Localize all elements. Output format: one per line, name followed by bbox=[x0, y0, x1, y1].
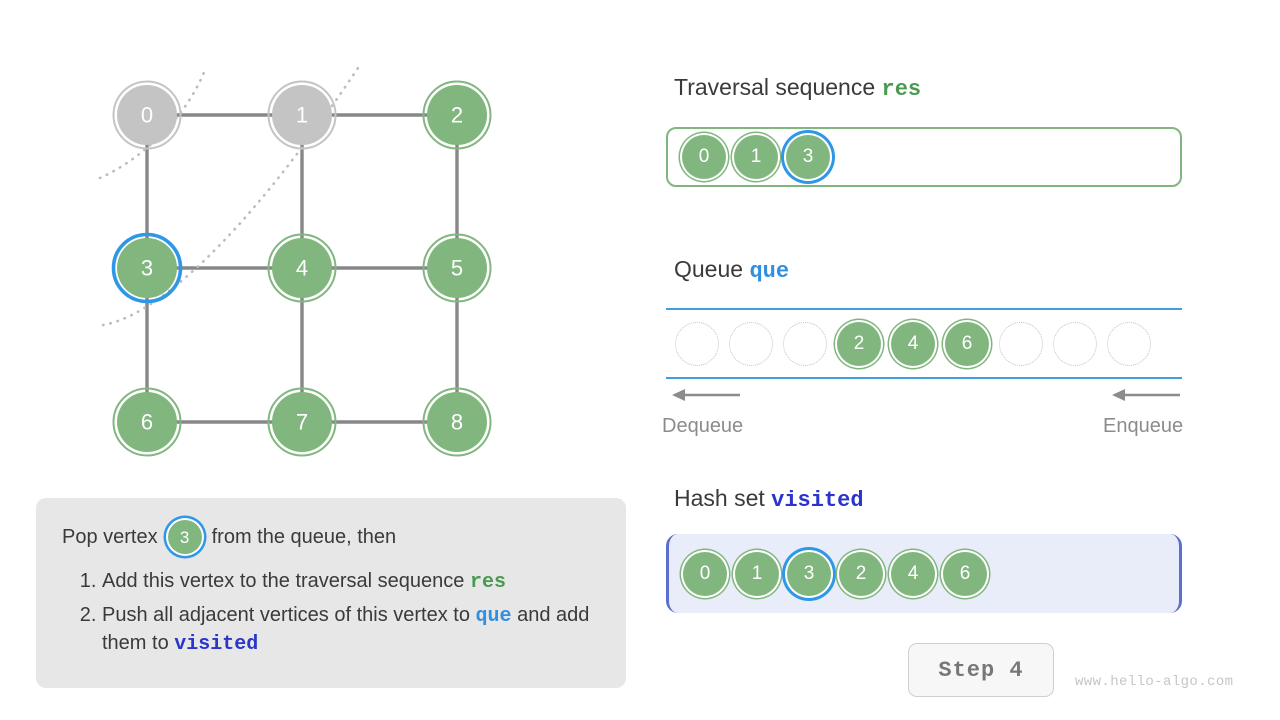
visited-item: 0 bbox=[683, 551, 727, 596]
queue-slot bbox=[999, 322, 1043, 366]
queue-slot bbox=[729, 322, 773, 366]
node-label: 3 bbox=[141, 256, 153, 281]
caption-step-list: Add this vertex to the traversal sequenc… bbox=[62, 568, 600, 659]
queue-slot: 6 bbox=[945, 322, 989, 366]
queue-slot bbox=[783, 322, 827, 366]
node-label: 1 bbox=[296, 103, 308, 128]
caption-step-part: Push all adjacent vertices of this verte… bbox=[102, 603, 476, 626]
graph-node-1[interactable]: 1 bbox=[267, 80, 337, 150]
graph-node-5[interactable]: 5 bbox=[422, 233, 492, 303]
queue-slot bbox=[1107, 322, 1151, 366]
node-body bbox=[427, 85, 487, 145]
visited-item: 4 bbox=[891, 551, 935, 596]
caption-lead-pre: Pop vertex bbox=[62, 526, 158, 548]
res-item: 3 bbox=[786, 135, 830, 179]
caption-vertex-badge: 3 bbox=[167, 520, 202, 554]
graph-node-4[interactable]: 4 bbox=[267, 233, 337, 303]
node-label: 5 bbox=[451, 256, 463, 281]
res-section-title: Traversal sequence res bbox=[674, 74, 921, 102]
que-section-title: Queue que bbox=[674, 256, 789, 284]
node-body bbox=[117, 85, 177, 145]
watermark: www.hello-algo.com bbox=[1075, 674, 1234, 690]
caption-step-part: res bbox=[469, 571, 506, 594]
node-label: 4 bbox=[296, 256, 308, 281]
node-ring bbox=[112, 80, 182, 150]
node-label: 7 bbox=[296, 410, 308, 435]
node-ring bbox=[112, 387, 182, 457]
graph-node-3[interactable]: 3 bbox=[111, 232, 183, 304]
caption-box: Pop vertex 3 from the queue, then Add th… bbox=[36, 498, 626, 688]
res-title-text: Traversal sequence bbox=[674, 74, 876, 100]
node-body bbox=[272, 238, 332, 298]
caption-step-part: Add this vertex to the traversal sequenc… bbox=[102, 570, 470, 592]
res-item: 0 bbox=[682, 135, 726, 179]
graph-node-0[interactable]: 0 bbox=[112, 80, 182, 150]
caption-lead: Pop vertex 3 from the queue, then bbox=[62, 520, 600, 554]
visited-item: 6 bbox=[943, 551, 987, 596]
dequeue-arrow-icon bbox=[672, 389, 740, 401]
node-body bbox=[117, 392, 177, 452]
visited-section-title: Hash set visited bbox=[674, 485, 864, 513]
graph-node-8[interactable]: 8 bbox=[422, 387, 492, 457]
queue-rail-bottom bbox=[666, 377, 1182, 379]
node-label: 6 bbox=[141, 410, 153, 435]
graph-node-2[interactable]: 2 bbox=[422, 80, 492, 150]
node-body bbox=[272, 392, 332, 452]
node-ring bbox=[267, 233, 337, 303]
node-ring bbox=[111, 232, 183, 304]
res-title-code: res bbox=[881, 77, 922, 102]
node-label: 0 bbox=[141, 103, 153, 128]
visited-title-code: visited bbox=[771, 488, 864, 513]
enqueue-arrow-icon bbox=[1112, 389, 1180, 401]
graph-node-6[interactable]: 6 bbox=[112, 387, 182, 457]
que-title-code: que bbox=[749, 259, 790, 284]
frontier-curve bbox=[98, 68, 207, 180]
visited-title-text: Hash set bbox=[674, 485, 765, 511]
node-body bbox=[427, 238, 487, 298]
graph-panel: 0 1 2 3 4 5 6 7 8 bbox=[0, 0, 620, 490]
caption-step: Push all adjacent vertices of this verte… bbox=[102, 602, 600, 659]
node-ring bbox=[422, 233, 492, 303]
dequeue-label: Dequeue bbox=[662, 415, 744, 437]
visited-item: 3 bbox=[787, 551, 831, 596]
node-ring bbox=[267, 80, 337, 150]
queue-slot bbox=[1053, 322, 1097, 366]
graph-canvas: 0 1 2 3 4 5 6 7 8 bbox=[98, 66, 492, 457]
queue-slot: 2 bbox=[837, 322, 881, 366]
caption-step-part: and add them to bbox=[102, 603, 590, 655]
que-title-text: Queue bbox=[674, 256, 744, 282]
node-ring bbox=[422, 80, 492, 150]
node-body bbox=[427, 392, 487, 452]
step-button[interactable]: Step 4 bbox=[908, 643, 1054, 697]
caption-lead-post: from the queue, then bbox=[211, 526, 397, 548]
node-body bbox=[272, 85, 332, 145]
caption-step: Add this vertex to the traversal sequenc… bbox=[102, 568, 600, 597]
node-ring bbox=[267, 387, 337, 457]
caption-step-part: visited bbox=[174, 633, 259, 657]
node-label: 2 bbox=[451, 103, 463, 128]
node-body bbox=[117, 238, 177, 298]
node-ring bbox=[422, 387, 492, 457]
caption-step-part: que bbox=[475, 604, 512, 628]
queue-slot bbox=[675, 322, 719, 366]
graph-node-7[interactable]: 7 bbox=[267, 387, 337, 457]
res-item: 1 bbox=[734, 135, 778, 179]
enqueue-label: Enqueue bbox=[1103, 415, 1184, 437]
queue-slot: 4 bbox=[891, 322, 935, 366]
node-label: 8 bbox=[451, 410, 463, 435]
queue-rail-top bbox=[666, 308, 1182, 310]
visited-item: 2 bbox=[839, 551, 883, 596]
visited-item: 1 bbox=[735, 551, 779, 596]
